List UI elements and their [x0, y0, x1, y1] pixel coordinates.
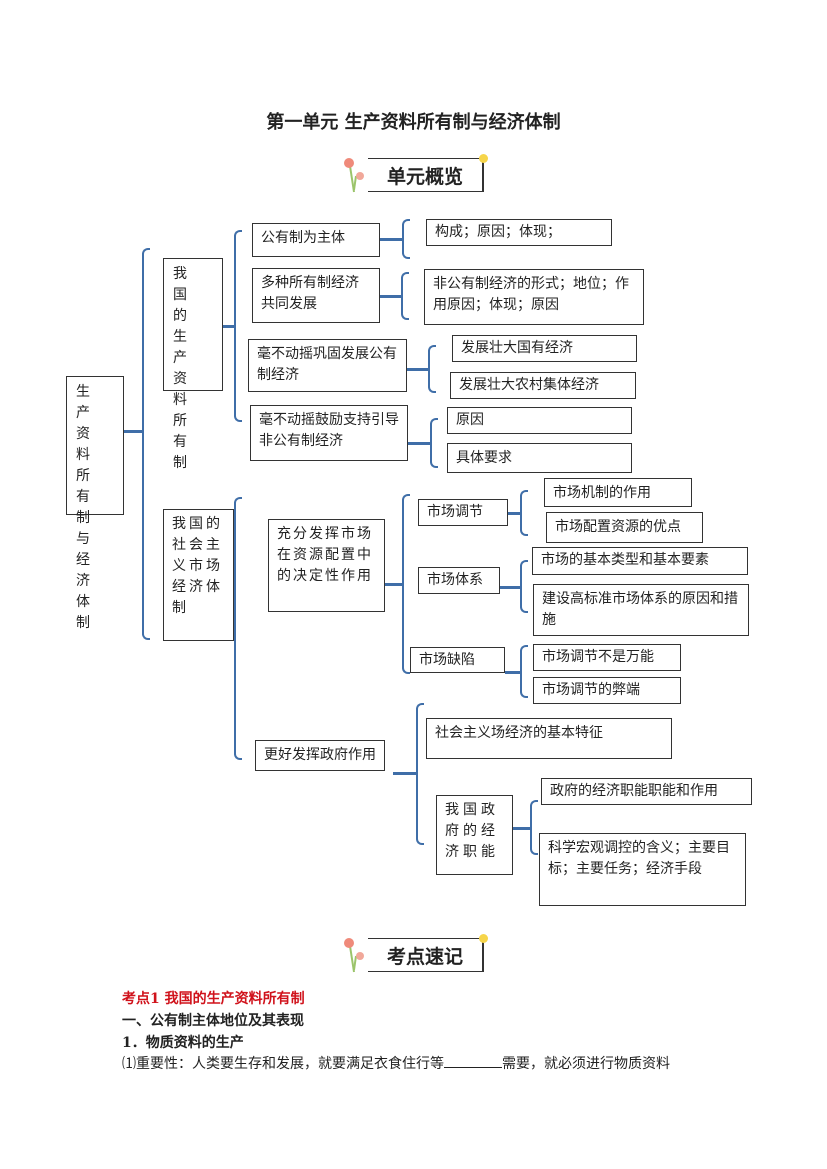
body-text: ⑴重要性：人类要生存和发展，就要满足衣食住行等: [122, 1056, 444, 1072]
map-node: 更好发挥政府作用: [255, 740, 385, 771]
map-node: 市场调节: [418, 499, 508, 526]
flower-icon: [344, 938, 364, 973]
map-node: 市场缺陷: [410, 647, 505, 673]
map-node: 市场调节不是万能: [533, 644, 681, 671]
map-node: 我国政府的经济职能: [436, 795, 513, 875]
sun-icon: [479, 934, 488, 943]
section-heading: 一、公有制主体地位及其表现: [122, 1013, 304, 1029]
map-node: 市场调节的弊端: [533, 677, 681, 704]
map-node: 社会主义场经济的基本特征: [426, 718, 672, 759]
key-point-heading: 考点1 我国的生产资料所有制: [122, 991, 305, 1007]
map-node: 构成；原因；体现；: [426, 219, 612, 246]
bracket-connector: [408, 442, 432, 445]
map-node: 建设高标准市场体系的原因和措施: [533, 584, 749, 636]
map-node: 市场机制的作用: [544, 478, 692, 507]
section-badge-keypoints: 考点速记: [340, 934, 490, 974]
map-node-market-economy: 我国的社会主义市场经济体制: [163, 509, 234, 641]
flower-icon: [344, 158, 364, 193]
bracket-connector: [380, 238, 404, 241]
page-title: 第一单元 生产资料所有制与经济体制: [266, 112, 561, 133]
fill-blank[interactable]: [444, 1053, 502, 1068]
subsection-heading: 1．物质资料的生产: [122, 1035, 244, 1051]
bracket-connector: [223, 325, 236, 328]
bracket-connector: [500, 586, 522, 589]
map-node: 毫不动摇巩固发展公有制经济: [248, 339, 407, 392]
bracket-connector: [142, 248, 150, 640]
bracket-connector: [505, 671, 522, 674]
map-node: 发展壮大国有经济: [452, 335, 637, 362]
map-node: 充分发挥市场在资源配置中的决定性作用: [268, 519, 385, 612]
map-node: 多种所有制经济共同发展: [252, 268, 380, 323]
bracket-connector: [513, 827, 532, 830]
badge-label: 考点速记: [386, 946, 463, 968]
bracket-connector: [380, 295, 403, 298]
map-node: 市场配置资源的优点: [546, 512, 703, 543]
body-text: 需要，就必须进行物质资料: [502, 1056, 670, 1072]
bracket-connector: [508, 512, 522, 515]
section-badge-overview: 单元概览: [340, 154, 490, 194]
map-node: 毫不动摇鼓励支持引导非公有制经济: [250, 405, 408, 461]
map-node: 科学宏观调控的含义；主要目标；主要任务；经济手段: [539, 833, 746, 906]
bracket-connector: [407, 368, 430, 371]
map-node: 市场体系: [418, 567, 500, 594]
badge-frame: [368, 158, 484, 192]
map-node: 原因: [447, 407, 632, 434]
map-node: 具体要求: [447, 443, 632, 473]
bracket-connector: [378, 583, 404, 586]
map-node: 政府的经济职能职能和作用: [541, 778, 752, 805]
badge-label: 单元概览: [386, 166, 463, 188]
body-line: ⑴重要性：人类要生存和发展，就要满足衣食住行等 需要，就必须进行物质资料: [122, 1053, 670, 1073]
map-node-ownership: 我国的生产资料所有制: [163, 258, 223, 471]
map-node: 市场的基本类型和基本要素: [532, 547, 748, 575]
map-node: 发展壮大农村集体经济: [450, 372, 636, 399]
badge-frame: [368, 938, 484, 972]
map-node: 公有制为主体: [252, 223, 380, 257]
map-node: 非公有制经济的形式；地位；作用原因；体现；原因: [424, 269, 644, 325]
bracket-connector: [393, 772, 418, 775]
bracket-connector: [124, 430, 144, 433]
map-node-root: 生产资料所有制与经济体制: [66, 376, 124, 631]
sun-icon: [479, 154, 488, 163]
